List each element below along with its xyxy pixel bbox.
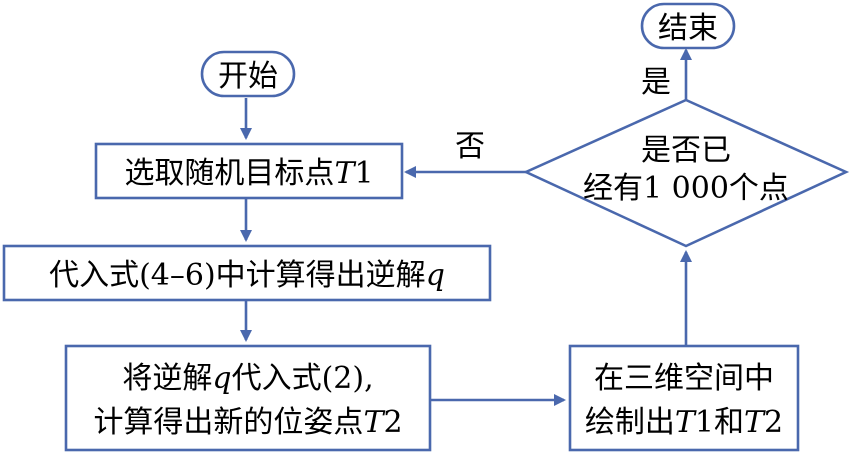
compute-pose-line1: 将逆解q代入式(2), xyxy=(122,361,373,396)
start-node-label: 开始 xyxy=(218,59,278,94)
draw-points-line2: 绘制出T1和T2 xyxy=(585,405,783,440)
end-node xyxy=(640,2,736,50)
select-target-node xyxy=(94,142,404,200)
edge-label-yes: 是 xyxy=(641,65,671,100)
decision-node xyxy=(522,98,850,248)
select-target-text: 选取随机目标点T1 xyxy=(124,156,373,191)
end-node-label: 结束 xyxy=(658,11,718,46)
decision-line2: 经有1 000个点 xyxy=(583,171,789,206)
compute-pose-node xyxy=(64,344,432,452)
compute-inverse-node xyxy=(2,244,492,302)
edge-label-no: 否 xyxy=(455,129,485,164)
compute-inverse-text: 代入式(4–6)中计算得出逆解q xyxy=(49,258,445,293)
decision-line1: 是否已 xyxy=(641,133,731,168)
draw-points-line1: 在三维空间中 xyxy=(594,361,774,396)
draw-points-node xyxy=(568,344,800,452)
start-node xyxy=(200,50,296,98)
compute-pose-line2: 计算得出新的位姿点T2 xyxy=(93,405,402,440)
